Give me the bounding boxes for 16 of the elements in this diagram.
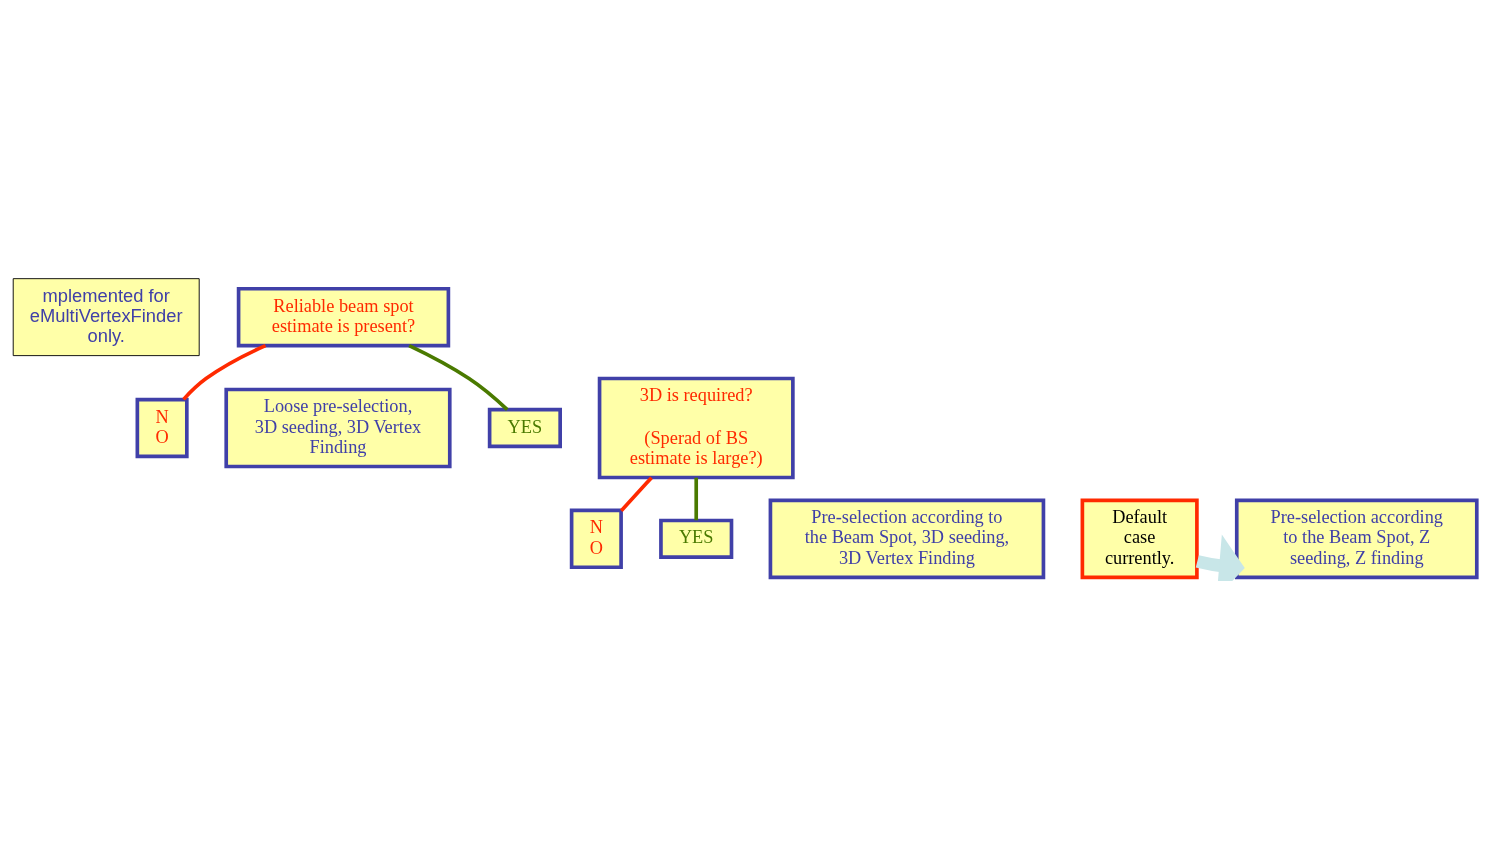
node-box: Pre-selection according to the Beam Spot, 3D seeding, 3D Vertex Finding bbox=[768, 498, 1046, 580]
connector bbox=[182, 343, 267, 401]
node-box: Reliable beam spot estimate is present? bbox=[236, 286, 451, 348]
node-box: N O bbox=[135, 397, 189, 459]
node-box: 3D is required? (Sperad of BS estimate is large?) bbox=[597, 376, 795, 480]
node-box: Pre-selection according to the Beam Spot, Z seeding, Z finding bbox=[1234, 498, 1479, 580]
node-box: YES bbox=[487, 407, 562, 449]
node-box: YES bbox=[659, 518, 734, 559]
connector bbox=[694, 477, 699, 521]
node-box: N O bbox=[569, 508, 623, 570]
node-box: Default case currently. bbox=[1080, 498, 1199, 580]
node-box: Loose pre-selection, 3D seeding, 3D Vertex Finding bbox=[224, 387, 452, 469]
node-box: mplemented for eMultiVertexFinder only. bbox=[12, 278, 200, 357]
connector bbox=[619, 476, 653, 512]
arrow bbox=[1195, 534, 1245, 581]
connector bbox=[408, 344, 509, 411]
